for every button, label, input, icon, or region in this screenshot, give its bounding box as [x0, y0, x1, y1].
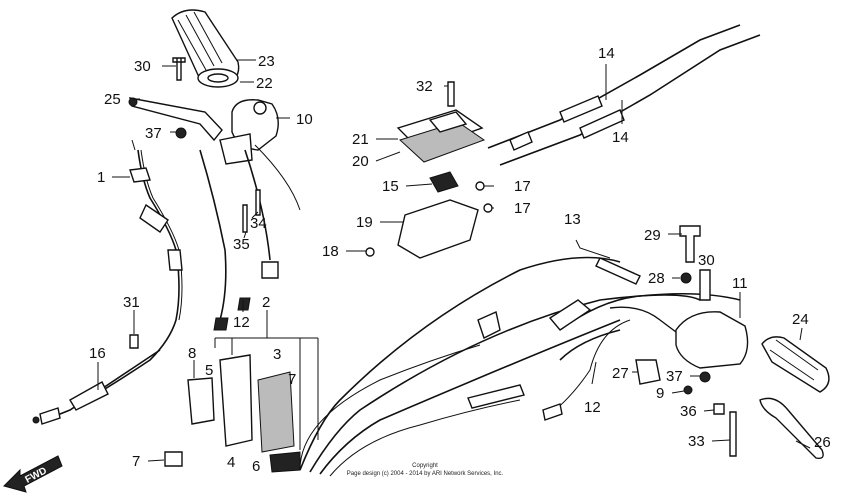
bolt-33: [729, 411, 737, 457]
right-switch-housing: [542, 292, 749, 421]
callout-2: 2: [262, 294, 270, 311]
callout-37-right: 37: [666, 368, 683, 385]
callout-10: 10: [296, 111, 313, 128]
throttle-pipe: [197, 68, 239, 88]
callout-33: 33: [688, 433, 705, 450]
callout-23: 23: [258, 53, 275, 70]
callout-17-bottom: 17: [514, 200, 531, 217]
nut-37-left: [175, 127, 187, 139]
bolt-29: [679, 225, 701, 263]
callout-36: 36: [680, 403, 697, 420]
callout-13: 13: [564, 211, 581, 228]
throttle-cables: [199, 144, 301, 331]
clutch-cable: [94, 139, 183, 396]
fwd-label: FWD: [24, 465, 49, 485]
nut-9: [683, 385, 693, 395]
screw-34: [255, 189, 261, 216]
callout-30-right: 30: [698, 252, 715, 269]
screw-31: [129, 334, 139, 349]
callout-leaders: [97, 59, 811, 462]
callout-12-right: 12: [584, 399, 601, 416]
callout-1: 1: [97, 169, 105, 186]
master-cylinder: [365, 81, 493, 259]
callout-30-left: 30: [134, 58, 151, 75]
callout-28: 28: [648, 270, 665, 287]
callout-35: 35: [233, 236, 250, 253]
nut-28: [680, 272, 692, 284]
callout-37-left: 37: [145, 125, 162, 142]
callout-24: 24: [792, 311, 809, 328]
fwd-arrow: FWD: [3, 455, 63, 493]
clutch-lever: [128, 97, 223, 142]
callout-8: 8: [188, 345, 196, 362]
callout-5: 5: [205, 362, 213, 379]
copyright-line1: Copyright: [412, 463, 438, 469]
callout-18: 18: [322, 243, 339, 260]
callout-14-bottom: 14: [612, 129, 629, 146]
callout-29: 29: [644, 227, 661, 244]
callout-25: 25: [104, 91, 121, 108]
callout-34: 34: [250, 215, 267, 232]
callout-27: 27: [612, 365, 629, 382]
callout-16: 16: [89, 345, 106, 362]
callout-7-right: 7: [288, 371, 296, 388]
nut-37-right: [699, 371, 711, 383]
callout-3: 3: [273, 346, 281, 363]
switch-group: [164, 337, 319, 473]
callout-20: 20: [352, 153, 369, 170]
callout-labels: 23 30 22 25 10 37 1 34 35 31 12 2 16 8 5…: [89, 45, 831, 475]
screw-35: [242, 204, 248, 233]
callout-14-top: 14: [598, 45, 615, 62]
callout-4: 4: [227, 454, 235, 471]
throttle-housing: [219, 99, 279, 165]
callout-12-left: 12: [233, 314, 250, 331]
callout-19: 19: [356, 214, 373, 231]
callout-31: 31: [123, 294, 140, 311]
callout-15: 15: [382, 178, 399, 195]
bracket-27: [635, 359, 661, 385]
callout-9: 9: [656, 385, 664, 402]
callout-26: 26: [814, 434, 831, 451]
callout-21: 21: [352, 131, 369, 148]
callout-17-top: 17: [514, 178, 531, 195]
bolt-36: [713, 403, 725, 415]
front-brake-lever: [759, 397, 824, 460]
callout-11: 11: [732, 275, 748, 292]
callout-7-left: 7: [132, 453, 140, 470]
callout-32: 32: [416, 78, 433, 95]
right-grip: [761, 336, 830, 393]
callout-22: 22: [256, 75, 273, 92]
center-cable-bundle: [299, 256, 701, 477]
callout-6: 6: [252, 458, 260, 475]
bolt-30-left: [172, 57, 186, 81]
cable-14: [487, 24, 761, 166]
bolt-30-right: [699, 269, 711, 301]
copyright-line2: Page design (c) 2004 - 2014 by ARI Netwo…: [347, 471, 504, 477]
